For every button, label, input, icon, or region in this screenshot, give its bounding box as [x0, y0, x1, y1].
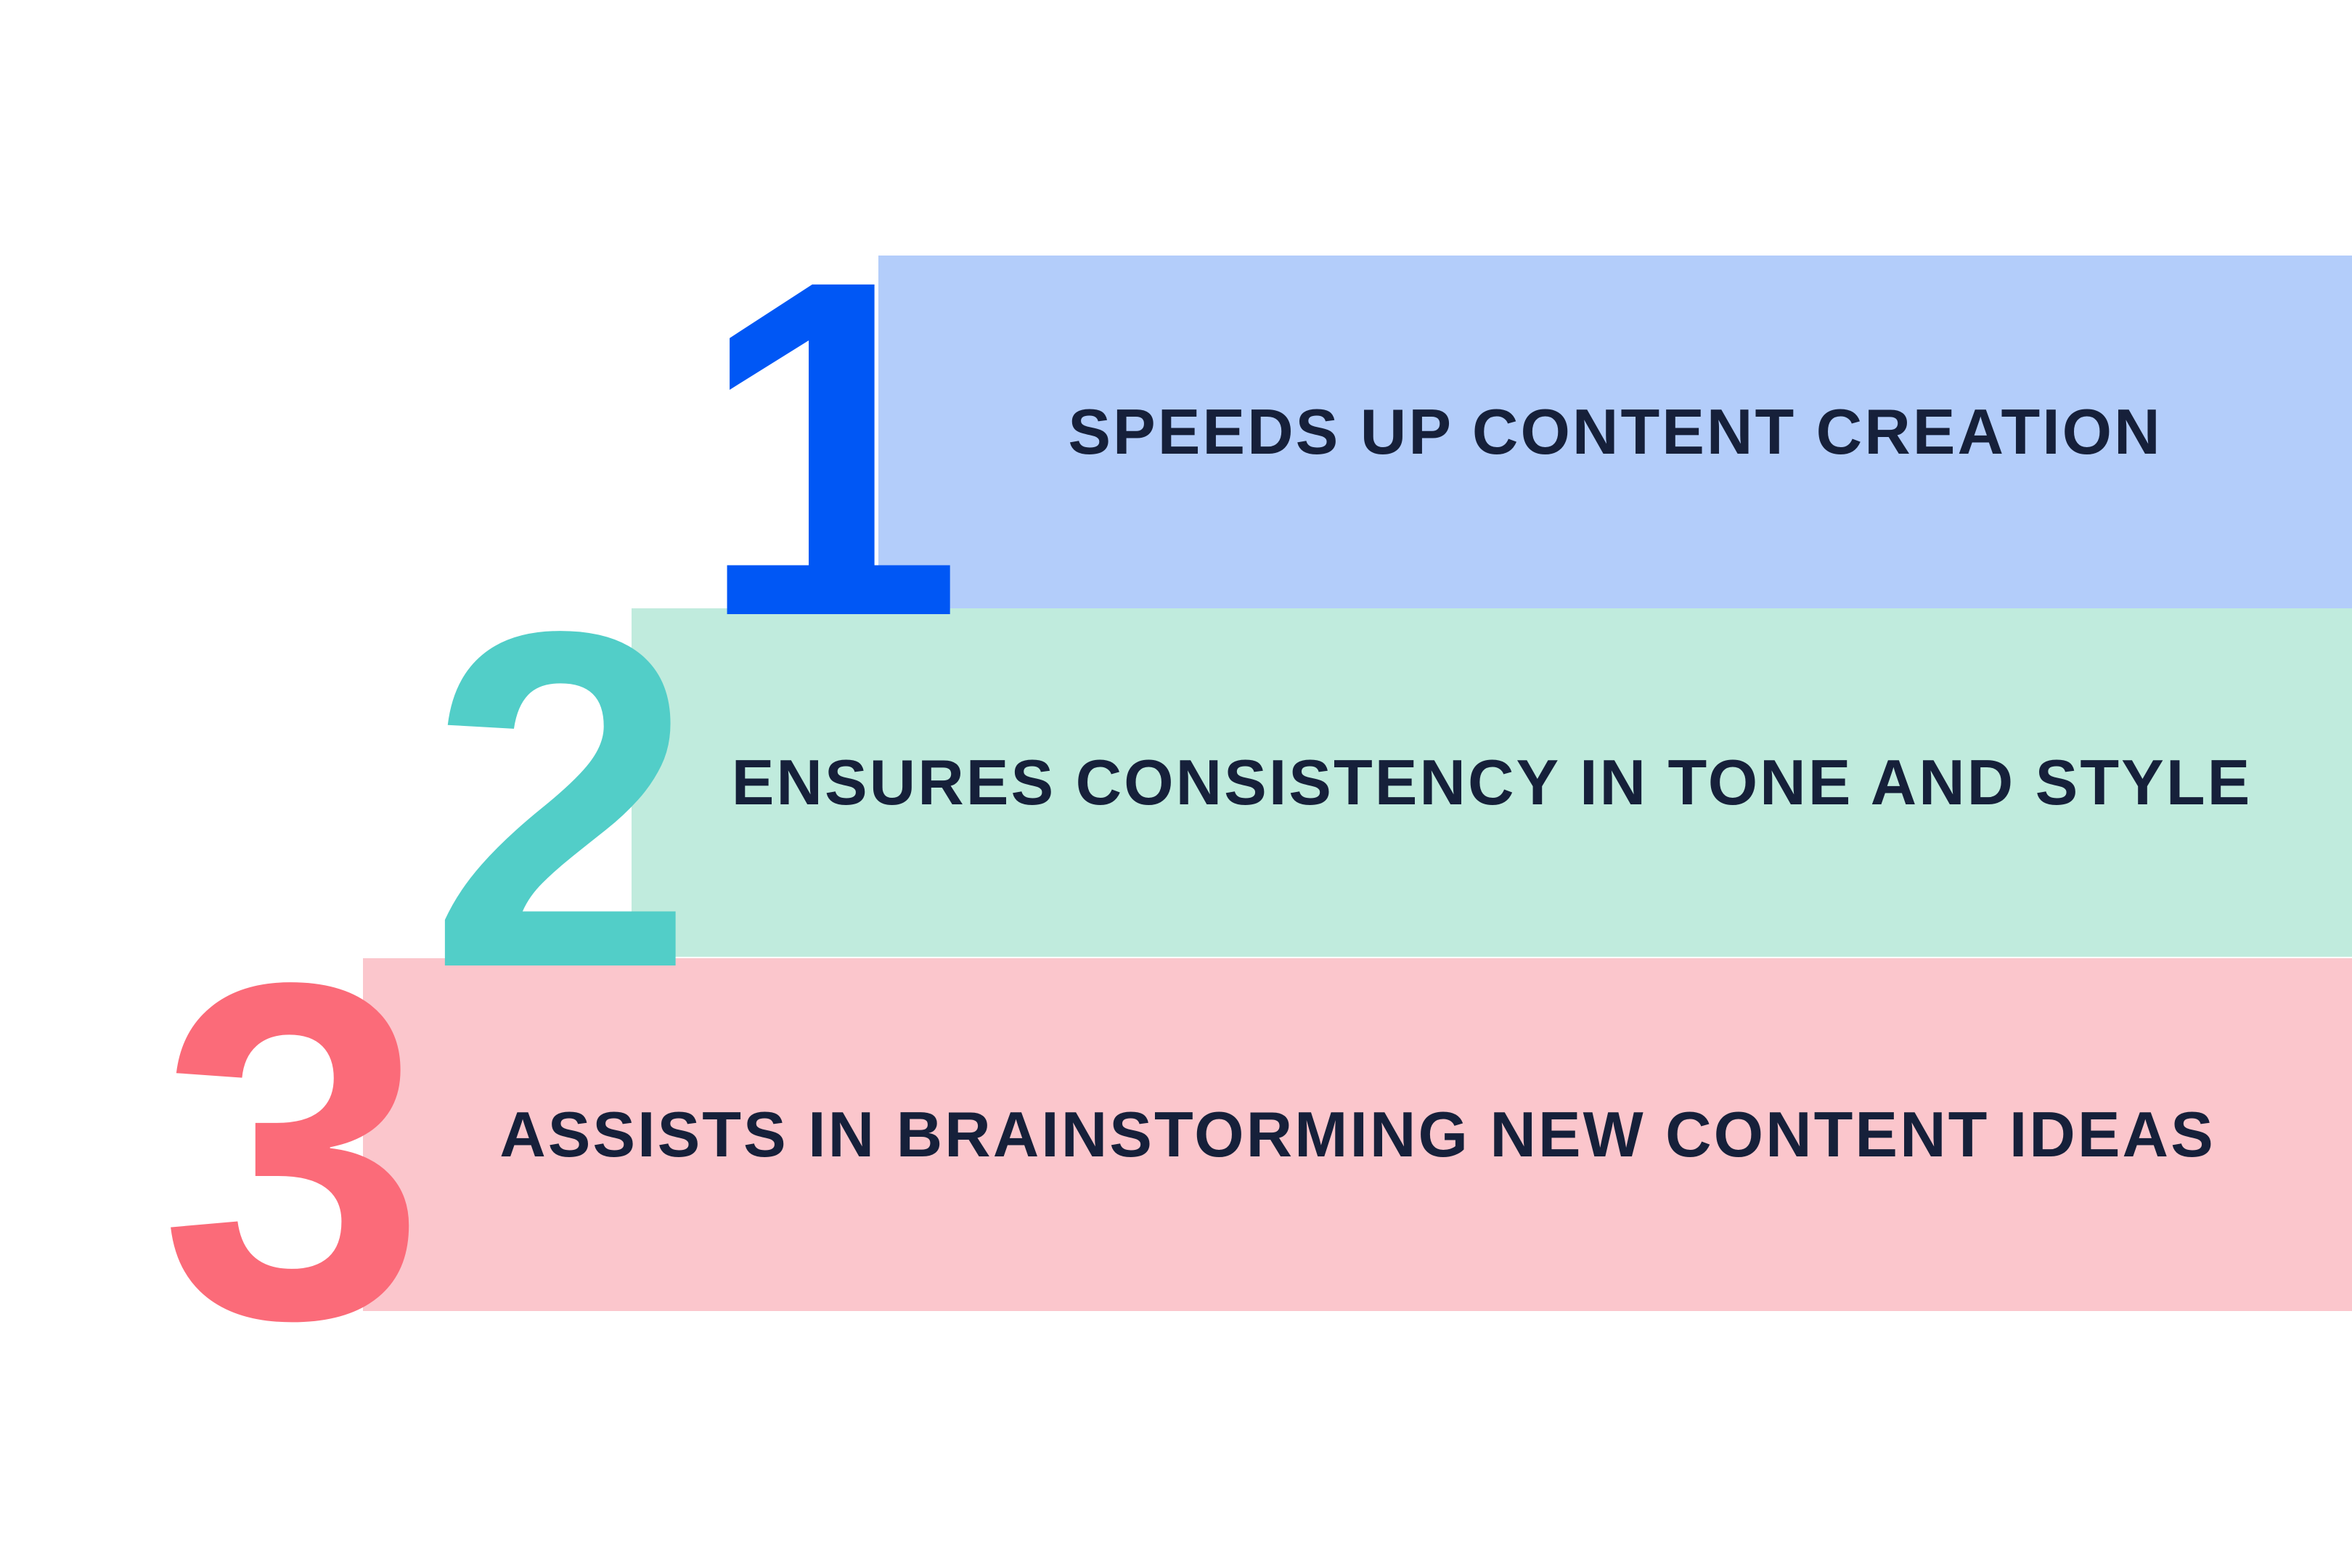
step-2-band: ENSURES CONSISTENCY IN TONE AND STYLE: [632, 608, 2352, 957]
step-3-band: ASSISTS IN BRAINSTORMING NEW CONTENT IDE…: [363, 958, 2352, 1311]
step-1-number: 1: [697, 181, 963, 716]
step-3-number: 3: [160, 883, 427, 1418]
step-1-band: SPEEDS UP CONTENT CREATION: [878, 256, 2352, 608]
step-2-label: ENSURES CONSISTENCY IN TONE AND STYLE: [731, 746, 2253, 818]
step-1-label: SPEEDS UP CONTENT CREATION: [1068, 396, 2163, 467]
step-2-number: 2: [428, 532, 695, 1067]
step-3-label: ASSISTS IN BRAINSTORMING NEW CONTENT IDE…: [499, 1098, 2216, 1170]
